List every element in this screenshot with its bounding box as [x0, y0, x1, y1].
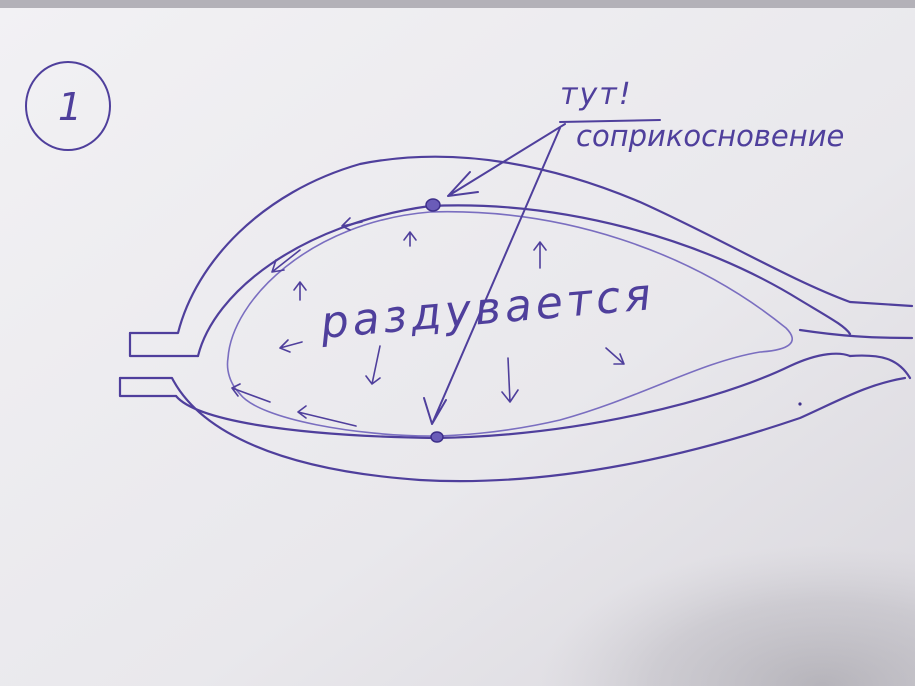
- pressure-arrows: [279, 231, 625, 403]
- left-lower-stub: [118, 376, 178, 398]
- pressure-arrow-left: [279, 339, 303, 353]
- left-upper-stub: [128, 331, 200, 358]
- flow-arrows: [231, 217, 363, 427]
- flow-arrow-top: [341, 217, 363, 231]
- note-underline: [559, 119, 661, 123]
- note-contact: соприкосновение: [576, 119, 844, 153]
- outer-tube-upper-outline: [128, 155, 914, 335]
- hand-shadow: [400, 430, 915, 686]
- pointer-arrow-to-top-contact: [447, 123, 566, 197]
- ink-dot: [798, 402, 802, 406]
- flow-arrow-upper-left: [271, 249, 301, 273]
- paper-top-edge: [0, 0, 915, 8]
- contact-point-top: [425, 198, 441, 212]
- flow-arrow-bottom: [297, 405, 357, 427]
- right-upper-stub: [798, 328, 914, 340]
- pressure-arrow-up-far-left: [293, 281, 307, 301]
- pressure-arrow-up-left: [403, 231, 417, 247]
- step-number-circle: [25, 61, 111, 151]
- inner-tube-upper-wall: [196, 204, 852, 358]
- pressure-arrow-down-left: [365, 345, 381, 385]
- pressure-arrow-up-right: [533, 241, 547, 269]
- flow-arrow-lower-left: [231, 383, 271, 403]
- pressure-arrow-down-right: [605, 347, 625, 365]
- step-number-text: 1: [58, 85, 82, 129]
- contact-point-bottom: [430, 431, 444, 443]
- outer-tube-lower-outline: [118, 376, 907, 483]
- pressure-arrow-down-center: [501, 357, 519, 403]
- note-exclaim: тут!: [560, 77, 633, 112]
- right-lower-stub: [848, 354, 912, 380]
- step-number-badge: 1: [25, 61, 111, 151]
- inflating-balloon: [226, 210, 793, 437]
- inner-tube-lower-wall: [174, 352, 852, 440]
- pointer-arrow-to-bottom-contact: [423, 127, 561, 425]
